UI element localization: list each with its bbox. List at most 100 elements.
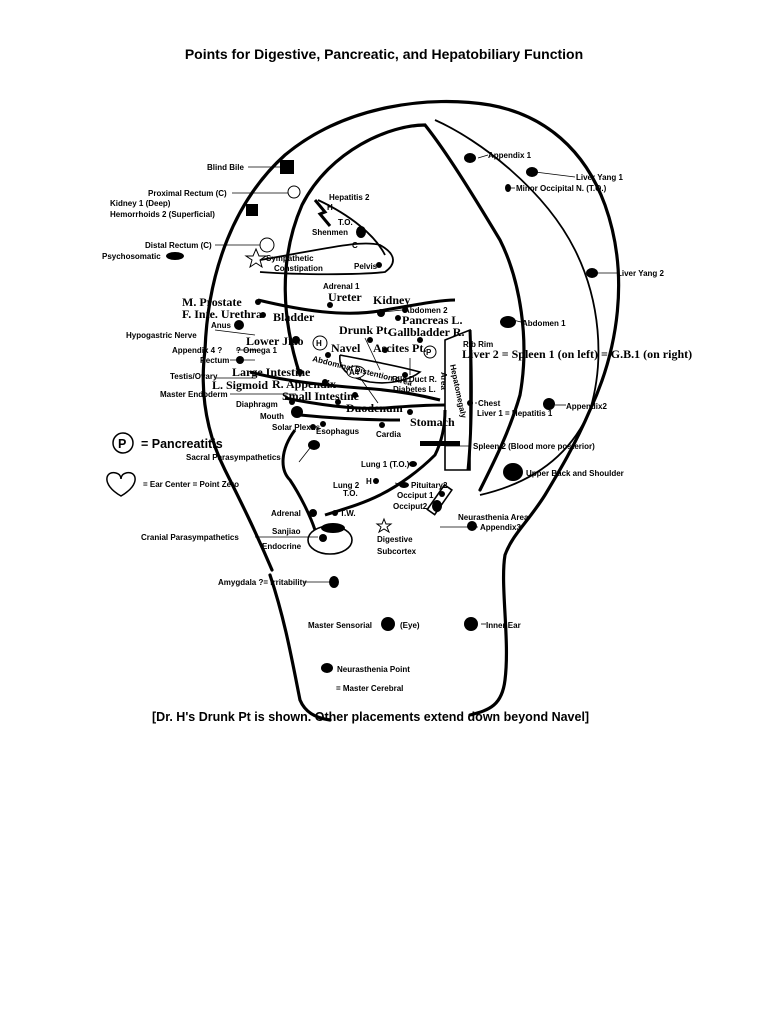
point-spleen2 — [420, 441, 460, 446]
point-upper-back — [503, 463, 523, 481]
label-ascites-pt: Ascites Pt. — [373, 341, 426, 355]
pancreatitis-legend-icon — [112, 432, 134, 454]
label-diabetes-l: Diabetes L. — [393, 385, 436, 394]
label-rectum: Rectum — [200, 356, 229, 365]
legend-pancreatitis-symbol: P — [118, 437, 126, 451]
point-liver-yang1 — [526, 167, 538, 177]
label-lung-h: H — [366, 477, 372, 486]
label-lung1: Lung 1 (T.O.) — [361, 460, 410, 469]
label-blind-bile: Blind Bile — [207, 163, 244, 172]
point-diaphragm — [289, 399, 295, 405]
label-f-urethra: F. Inte. Urethra — [182, 307, 262, 321]
label-occiput1: Occiput 1 — [397, 491, 434, 500]
label-master-cerebral: = Master Cerebral — [336, 684, 403, 693]
point-psychosomatic — [166, 252, 184, 260]
label-cranial-parasym: Cranial Parasympathetics — [141, 533, 239, 542]
label-sanjiao: Sanjiao — [272, 527, 301, 536]
label-diaphragm: Diaphragm — [236, 400, 278, 409]
point-proximal-rectum — [287, 185, 301, 199]
ear-outline — [201, 99, 621, 722]
sympathetic-star-icon — [244, 247, 268, 269]
label-r-appendix: R. Appendix — [272, 377, 336, 391]
label-liver-yang1: Liver Yang 1 — [576, 173, 624, 182]
point-chest — [467, 400, 473, 406]
point-ureter — [327, 302, 333, 308]
point-minor-occipital — [505, 184, 511, 192]
point-adrenal — [309, 509, 317, 517]
label-pituitary2: Pituitary2 — [411, 481, 448, 490]
point-kidney — [395, 315, 401, 321]
point-drunk-pt — [367, 337, 373, 343]
point-appendix3 — [467, 521, 477, 531]
point-shenmen — [356, 226, 366, 238]
label-sacral-parasym: Sacral Parasympathetics — [186, 453, 281, 462]
label-liver-yang2: Liver Yang 2 — [617, 269, 665, 278]
label-kidney: Kidney — [373, 293, 410, 307]
label-duodenum: Duodenum — [346, 401, 403, 415]
point-endocrine — [319, 534, 327, 542]
point-solar-plexus — [310, 424, 316, 430]
label-hepatitis-h: H — [327, 203, 333, 212]
label-constipation: Constipation — [274, 264, 323, 273]
label-appendix4: Appendix 4 ? — [172, 346, 222, 355]
point-lower-jiao — [292, 336, 300, 344]
point-anus — [234, 320, 244, 330]
label-solar-plexus: Solar Plexus — [272, 423, 321, 432]
point-navel-h-marker — [312, 335, 328, 351]
label-area: Area — [439, 372, 448, 390]
label-bile-duct: Bile Duct R. — [392, 375, 437, 384]
label-omega1: ? Omega 1 — [236, 346, 277, 355]
digestive-subcortex-star-icon — [375, 517, 393, 534]
label-subcortex: Subcortex — [377, 547, 417, 556]
legend-ear-center-text: = Ear Center = Point Zero — [143, 480, 239, 489]
point-inner-ear — [464, 617, 478, 631]
label-adrenal: Adrenal — [271, 509, 301, 518]
legend: P = Pancreatitis = Ear Center = Point Ze… — [106, 432, 239, 497]
label-appendix1: Appendix 1 — [488, 151, 532, 160]
label-proximal-rectum: Proximal Rectum (C) — [148, 189, 227, 198]
point-liver-yang2 — [586, 268, 598, 278]
label-distal-rectum: Distal Rectum (C) — [145, 241, 212, 250]
label-hepatomegaly: Hepatomegaly — [448, 364, 468, 420]
label-liver1: Liver 1 = Hepatitis 1 — [477, 409, 553, 418]
point-large-intestine — [297, 369, 303, 375]
label-navel: Navel — [331, 341, 361, 355]
label-pancreatitis-p: P — [426, 348, 432, 357]
point-distal-rectum — [259, 237, 275, 253]
label-lower-jiao: Lower Jiao — [246, 334, 303, 348]
label-sympathetic: Sympathetic — [266, 254, 314, 263]
label-a4: A4 — [349, 368, 360, 377]
label-liver2: Liver 2 = Spleen 1 (on left) = G.B.1 (on… — [462, 347, 692, 361]
label-stomach: Stomach — [410, 415, 455, 429]
point-r-appendix — [322, 379, 328, 385]
label-gallbladder: Gallbladder R. — [388, 325, 464, 339]
label-tw: T.W. — [340, 509, 356, 518]
point-rectum — [236, 356, 244, 364]
label-digestive: Digestive — [377, 535, 413, 544]
label-m-prostate: M. Prostate — [182, 295, 242, 309]
label-anus: Anus — [211, 321, 232, 330]
label-psychosomatic: Psychosomatic — [102, 252, 161, 261]
label-upper-back: Upper Back and Shoulder — [526, 469, 624, 478]
caption: [Dr. H's Drunk Pt is shown. Other placem… — [152, 710, 589, 724]
label-amygdala: Amygdala ?= Irritability — [218, 578, 307, 587]
point-mouth — [291, 406, 303, 418]
label-ureter: Ureter — [328, 290, 362, 304]
point-labels: Appendix 1 Liver Yang 1 Minor Occipital … — [102, 151, 692, 693]
point-appendix2 — [543, 398, 555, 410]
label-appendix3: Appendix3 — [480, 523, 521, 532]
label-bladder: Bladder — [273, 310, 315, 324]
point-duodenum — [335, 399, 341, 405]
label-rib-rim: Rib Rim — [463, 340, 493, 349]
label-chest: Chest — [478, 399, 501, 408]
label-kidney1-deep: Kidney 1 (Deep) — [110, 199, 171, 208]
label-cardia: Cardia — [376, 430, 401, 439]
point-esophagus — [320, 421, 326, 427]
label-neurasthenia-area: Neurasthenia Area — [458, 513, 529, 522]
point-occiput2 — [432, 500, 442, 512]
label-hepatitis2: Hepatitis 2 — [329, 193, 370, 202]
label-mouth: Mouth — [260, 412, 284, 421]
point-abdomen1 — [500, 316, 516, 328]
label-small-intestine: Small Intestine — [282, 389, 360, 403]
